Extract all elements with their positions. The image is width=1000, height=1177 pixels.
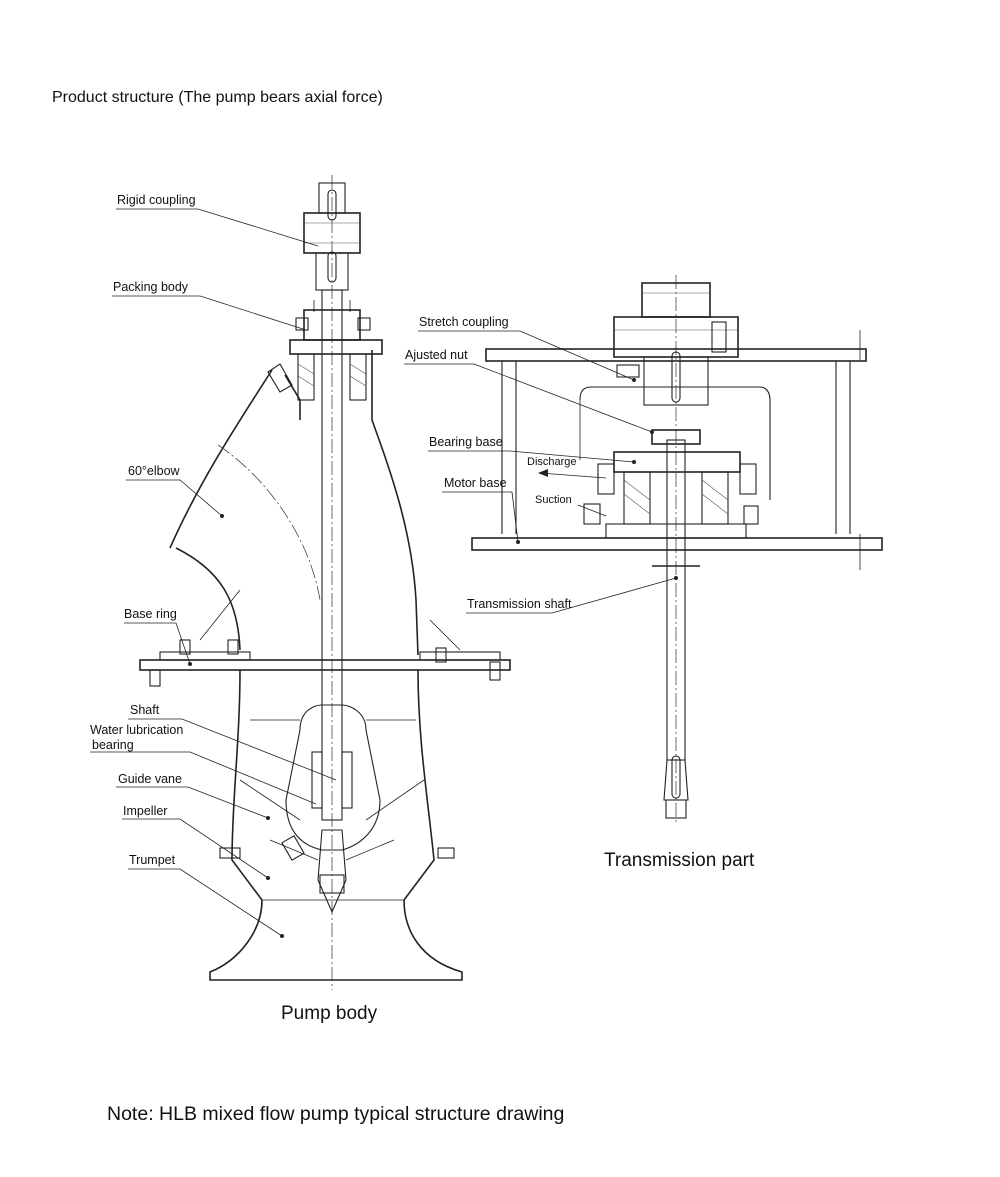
note-text: Note: HLB mixed flow pump typical struct… <box>107 1103 565 1125</box>
label-trumpet: Trumpet <box>129 853 176 867</box>
transmission-part-drawing <box>471 275 883 825</box>
pump-leader-lines <box>90 208 337 937</box>
caption-pump-body: Pump body <box>281 1003 378 1024</box>
label-transmission-shaft: Transmission shaft <box>467 597 572 611</box>
transmission-leader-lines <box>404 330 677 614</box>
base-ring-part <box>139 589 511 687</box>
label-stretch-coupling: Stretch coupling <box>419 315 509 329</box>
label-impeller: Impeller <box>123 804 168 818</box>
label-shaft: Shaft <box>130 703 160 717</box>
page-heading: Product structure (The pump bears axial … <box>52 89 383 106</box>
packing-body-part <box>289 300 383 401</box>
label-water-lubrication: Water lubrication <box>90 723 184 737</box>
label-base-ring: Base ring <box>124 607 177 621</box>
label-rigid-coupling: Rigid coupling <box>117 193 196 207</box>
label-discharge: Discharge <box>527 456 577 468</box>
label-bearing-base: Bearing base <box>429 435 503 449</box>
label-water-lubrication-bearing: bearing <box>92 738 134 752</box>
caption-transmission-part: Transmission part <box>604 850 755 871</box>
pump-body-drawing <box>139 175 511 990</box>
impeller-part <box>219 829 455 914</box>
label-elbow: 60°elbow <box>128 464 180 478</box>
label-adjusted-nut: Ajusted nut <box>405 348 468 362</box>
label-suction: Suction <box>535 494 572 506</box>
label-motor-base: Motor base <box>444 476 507 490</box>
label-guide-vane: Guide vane <box>118 772 182 786</box>
rigid-coupling-part <box>303 182 361 291</box>
label-packing-body: Packing body <box>113 280 189 294</box>
